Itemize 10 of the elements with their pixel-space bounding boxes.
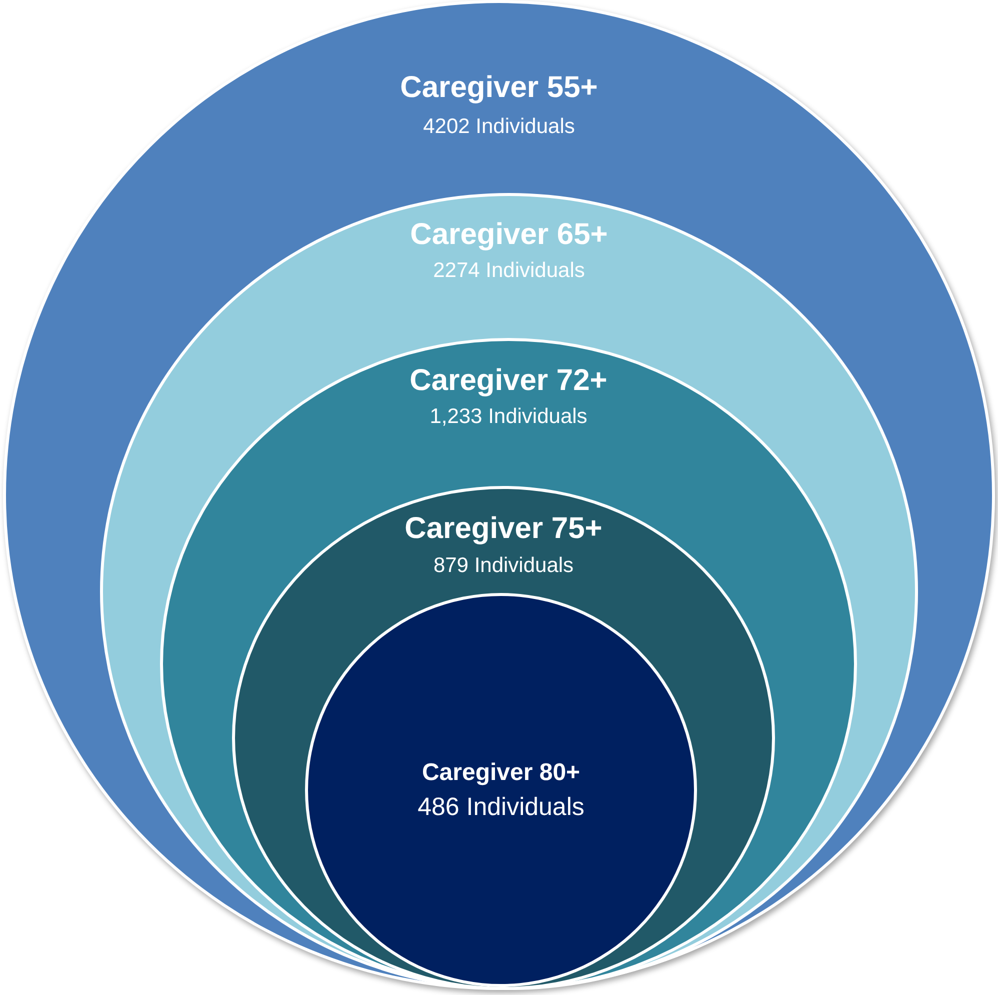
group-heading: Caregiver 80+	[422, 758, 580, 788]
count-text: 4202 Individuals	[423, 114, 575, 140]
group-heading: Caregiver 55+	[400, 70, 598, 106]
count-text: 1,233 Individuals	[430, 404, 588, 430]
group-heading: Caregiver 72+	[410, 363, 608, 399]
count-text: 2274 Individuals	[433, 258, 585, 284]
count-text: 486 Individuals	[418, 792, 584, 822]
group-heading: Caregiver 65+	[410, 217, 608, 253]
count-text: 879 Individuals	[433, 552, 574, 578]
group-heading: Caregiver 75+	[404, 511, 602, 547]
